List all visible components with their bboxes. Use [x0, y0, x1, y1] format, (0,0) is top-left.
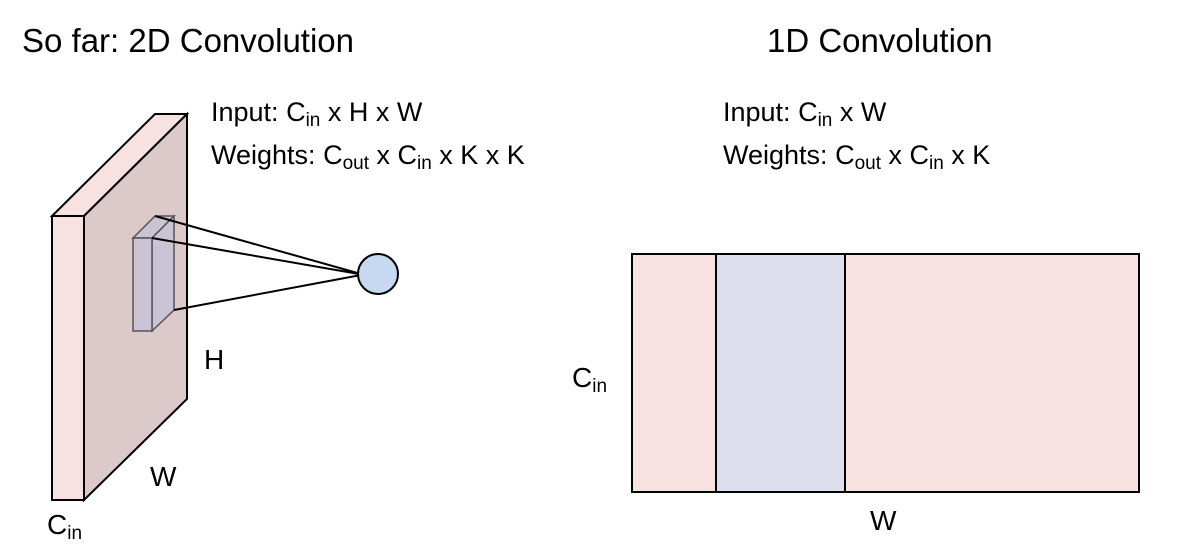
width-label: W — [150, 461, 177, 492]
right-title: 1D Convolution — [767, 22, 993, 59]
weights-c2-sub: in — [417, 153, 432, 174]
left-title: So far: 2D Convolution — [22, 22, 355, 59]
input-rectangle — [631, 253, 1140, 493]
channels-c: C — [572, 362, 593, 393]
channels-sub: in — [592, 376, 608, 397]
kernel-to-neuron-lines — [151, 215, 362, 311]
left-weights-line: Weights: Cout x Cin x K x K — [211, 140, 525, 174]
conv-kernel — [131, 214, 176, 333]
connection-line — [151, 237, 360, 275]
weights-c2-sub: in — [929, 153, 944, 174]
weights-mid: x — [880, 140, 910, 170]
input-suffix: x H x W — [320, 97, 423, 127]
input-c: C — [798, 97, 818, 127]
channels-c: C — [47, 509, 68, 540]
weights-prefix: Weights: — [723, 140, 836, 170]
height-label: H — [204, 344, 225, 375]
weights-prefix: Weights: — [211, 140, 324, 170]
input-c-sub: in — [817, 110, 833, 131]
input-c-sub: in — [305, 110, 321, 131]
channels-label: Cin — [47, 509, 82, 544]
input-c: C — [286, 97, 306, 127]
right-weights-line: Weights: Cout x Cin x K — [723, 140, 991, 174]
left-input-line: Input: Cin x H x W — [211, 97, 423, 131]
output-neuron — [357, 253, 399, 295]
tensor-front-face — [51, 215, 85, 501]
weights-c1: C — [323, 140, 343, 170]
connection-line — [154, 215, 362, 275]
weights-c1: C — [835, 140, 855, 170]
connection-line — [173, 274, 362, 311]
weights-mid: x — [368, 140, 398, 170]
channels-sub: in — [67, 523, 83, 544]
weights-c1-sub: out — [854, 153, 881, 174]
weights-suffix: x K — [943, 140, 991, 170]
weights-c2: C — [909, 140, 930, 170]
weights-c1-sub: out — [342, 153, 369, 174]
kernel-window — [715, 253, 846, 493]
input-prefix: Input: — [211, 97, 287, 127]
input-suffix: x W — [832, 97, 887, 127]
kernel-front-face — [132, 237, 153, 332]
weights-suffix: x K x K — [431, 140, 525, 170]
input-sequence-2d — [631, 253, 1140, 493]
width-label: W — [870, 505, 897, 536]
right-input-line: Input: Cin x W — [723, 97, 887, 131]
input-prefix: Input: — [723, 97, 799, 127]
channels-label: Cin — [572, 362, 607, 397]
weights-c2: C — [397, 140, 418, 170]
